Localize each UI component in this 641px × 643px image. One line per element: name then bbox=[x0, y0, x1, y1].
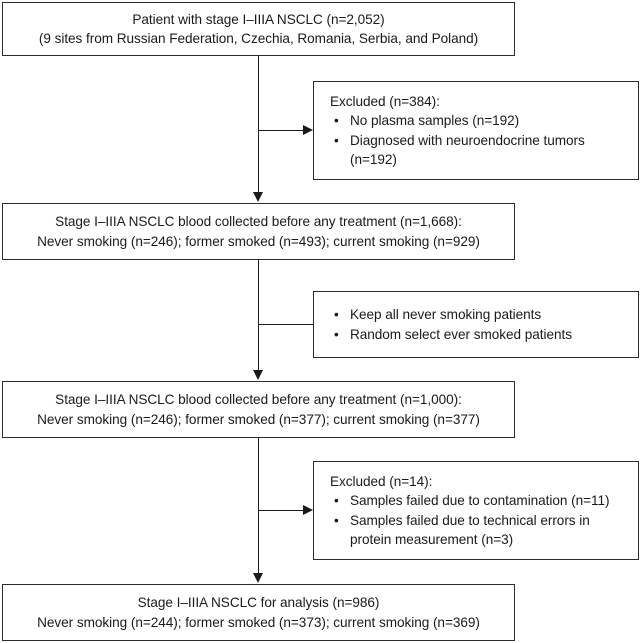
node-excluded-384: Excluded (n=384): • No plasma samples (n… bbox=[313, 81, 639, 180]
collected-1000-line-1: Stage I–IIIA NSCLC blood collected befor… bbox=[55, 392, 462, 407]
list-item-text: Samples failed due to technical errors i… bbox=[350, 512, 590, 528]
list-item-text-continued: protein measurement (n=3) bbox=[350, 532, 514, 547]
list-item: • Diagnosed with neuroendocrine tumors (… bbox=[330, 131, 585, 170]
list-item-text: Keep all never smoking patients bbox=[350, 307, 542, 322]
excluded-14-list: • Samples failed due to contamination (n… bbox=[314, 491, 610, 550]
list-item: • Keep all never smoking patients bbox=[330, 305, 572, 325]
bullet-icon: • bbox=[334, 307, 339, 322]
node-collected-1668: Stage I–IIIA NSCLC blood collected befor… bbox=[2, 203, 515, 260]
collected-1000-line-2: Never smoking (n=246); former smoked (n=… bbox=[37, 411, 480, 427]
excluded-384-list: • No plasma samples (n=192) • Diagnosed … bbox=[314, 111, 585, 170]
connector-collected1000-to-analysis986 bbox=[258, 438, 259, 574]
list-item-text: Random select ever smoked patients bbox=[350, 326, 572, 342]
node-excluded-14: Excluded (n=14): • Samples failed due to… bbox=[313, 461, 639, 560]
list-item: • Samples failed due to contamination (n… bbox=[330, 491, 610, 511]
arrowhead-right-2 bbox=[303, 505, 313, 515]
node-analysis-986: Stage I–IIIA NSCLC for analysis (n=986) … bbox=[2, 584, 515, 641]
bullet-icon: • bbox=[334, 326, 339, 342]
bullet-icon: • bbox=[334, 132, 339, 148]
list-item-text: No plasma samples (n=192) bbox=[350, 113, 520, 128]
collected-1668-line-1: Stage I–IIIA NSCLC blood collected befor… bbox=[55, 214, 462, 229]
analysis-986-line-1: Stage I–IIIA NSCLC for analysis (n=986) bbox=[137, 595, 380, 610]
list-item: • Samples failed due to technical errors… bbox=[330, 511, 610, 550]
list-item: • Random select ever smoked patients bbox=[330, 325, 572, 345]
arrowhead-down-2 bbox=[253, 370, 263, 380]
list-item-text: Diagnosed with neuroendocrine tumors bbox=[350, 132, 585, 148]
connector-to-excluded-384 bbox=[259, 130, 303, 131]
bullet-icon: • bbox=[334, 512, 339, 528]
bullet-icon: • bbox=[334, 113, 339, 128]
excluded-14-heading: Excluded (n=14): bbox=[330, 473, 433, 489]
connector-to-excluded-14 bbox=[259, 510, 303, 511]
sampling-rule-list: • Keep all never smoking patients • Rand… bbox=[314, 305, 572, 344]
list-item-text-continued: (n=192) bbox=[350, 152, 397, 167]
connector-collected1668-to-collected1000 bbox=[258, 260, 259, 371]
analysis-986-line-2: Never smoking (n=244); former smoked (n=… bbox=[37, 614, 480, 630]
arrowhead-down-1 bbox=[253, 192, 263, 202]
arrowhead-down-3 bbox=[253, 573, 263, 583]
node-collected-1000: Stage I–IIIA NSCLC blood collected befor… bbox=[2, 381, 515, 438]
enrollment-line-1: Patient with stage I–IIIA NSCLC (n=2,052… bbox=[132, 11, 385, 27]
excluded-384-heading: Excluded (n=384): bbox=[330, 93, 440, 109]
connector-to-sampling-rule bbox=[259, 324, 313, 325]
node-enrollment: Patient with stage I–IIIA NSCLC (n=2,052… bbox=[2, 2, 515, 56]
arrowhead-right-1 bbox=[303, 125, 313, 135]
enrollment-line-2: (9 sites from Russian Federation, Czechi… bbox=[38, 31, 479, 46]
bullet-icon: • bbox=[334, 493, 339, 508]
list-item: • No plasma samples (n=192) bbox=[330, 111, 585, 131]
collected-1668-line-2: Never smoking (n=246); former smoked (n=… bbox=[37, 233, 480, 249]
list-item-text: Samples failed due to contamination (n=1… bbox=[350, 493, 610, 508]
node-sampling-rule: • Keep all never smoking patients • Rand… bbox=[313, 291, 639, 358]
connector-enrollment-to-collected1668 bbox=[258, 56, 259, 193]
